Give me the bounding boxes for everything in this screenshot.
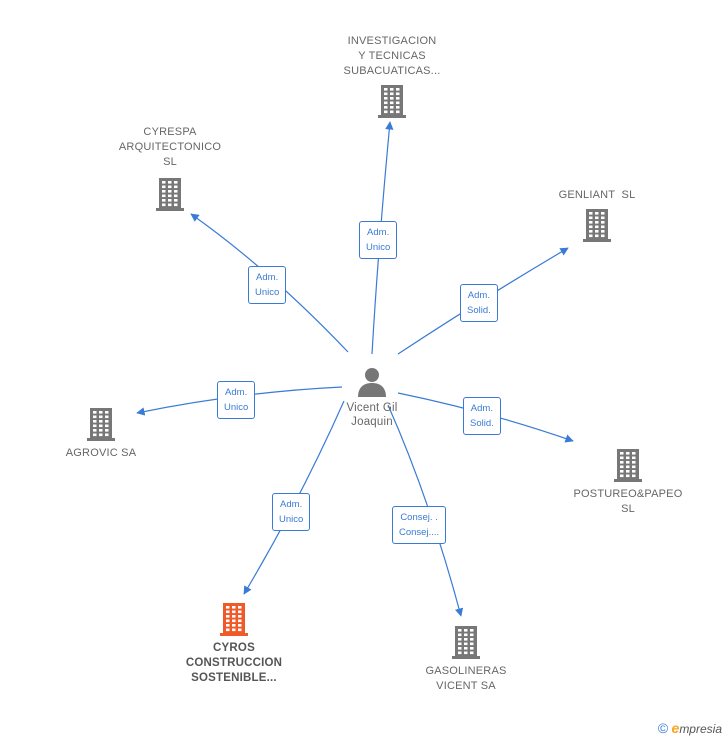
edge-label-gasolineras[interactable]: Consej. . Consej.... [392,506,447,544]
edge-role-line: Solid. [467,305,491,316]
company-label-line: POSTUREO&PAPEO [573,488,683,500]
edge-role-line: Adm. [470,403,493,414]
company-label-line: SUBACUATICAS... [343,65,441,77]
edge-role-line: Unico [279,514,304,525]
edge-label-cyros[interactable]: Adm. Unico [272,493,311,531]
company-node-agrovic[interactable]: AGROVIC SA [41,406,161,461]
company-label-line: SL [621,503,635,515]
building-icon-highlighted [220,603,248,636]
building-icon [378,85,406,118]
brand-footer: © empresia [658,720,722,736]
company-node-gasolineras[interactable]: GASOLINERAS VICENT SA [406,624,526,694]
company-label-line: INVESTIGACION [347,35,437,47]
company-label-line: AGROVIC SA [65,447,137,459]
company-node-postureo[interactable]: POSTUREO&PAPEO SL [568,447,688,517]
edge-role-line: Solid. [470,418,494,429]
person-name-line: Vicent Gil [346,402,398,414]
company-node-cyros[interactable]: CYROS CONSTRUCCION SOSTENIBLE... [174,601,294,686]
edge-role-line: Unico [224,402,249,413]
edge-label-investigacion[interactable]: Adm. Unico [359,221,398,259]
company-label-line: ARQUITECTONICO [118,141,222,153]
edge-role-line: Unico [255,287,280,298]
company-label-line: SOSTENIBLE... [191,672,277,684]
edge-role-line: Adm. [280,499,303,510]
building-icon [156,178,184,211]
brand-logo-initial: e [671,720,680,736]
company-label-line: CYRESPA [143,126,197,138]
person-name-line: Joaquin [351,416,393,428]
edge-role-line: Adm. [467,290,490,301]
company-label-line: CONSTRUCCION [185,657,283,669]
building-icon [452,626,480,659]
brand-logo-text: mpresia [679,722,722,736]
edge-role-line: Adm. [367,227,390,238]
company-label-line: SL [163,156,177,168]
building-icon [614,449,642,482]
edge-role-line: Consej. . [400,512,438,523]
building-icon [583,209,611,242]
company-label-line: CYROS [213,642,255,654]
person-node-center[interactable]: Vicent Gil Joaquin [322,366,422,429]
company-node-cyrespa[interactable]: CYRESPA ARQUITECTONICO SL [110,125,230,212]
company-label-line: Y TECNICAS [358,50,426,62]
company-label-line: GENLIANT SL [558,189,636,201]
edge-label-agrovic[interactable]: Adm. Unico [217,381,256,419]
edge-role-line: Consej.... [399,527,440,538]
edge-label-postureo[interactable]: Adm. Solid. [463,397,501,435]
building-icon [87,408,115,441]
company-label-line: GASOLINERAS [425,665,507,677]
edge-role-line: Unico [366,242,391,253]
company-node-genliant[interactable]: GENLIANT SL [537,188,657,243]
copyright-symbol: © [657,720,669,736]
edge-line-gasolineras [387,404,464,617]
edge-role-line: Adm. [256,272,279,283]
edge-label-genliant[interactable]: Adm. Solid. [460,284,498,322]
company-label-line: VICENT SA [436,680,496,692]
person-icon [358,368,386,397]
company-node-investigacion[interactable]: INVESTIGACION Y TECNICAS SUBACUATICAS... [332,34,452,119]
edge-label-cyrespa[interactable]: Adm. Unico [248,266,287,304]
edge-role-line: Adm. [225,387,248,398]
